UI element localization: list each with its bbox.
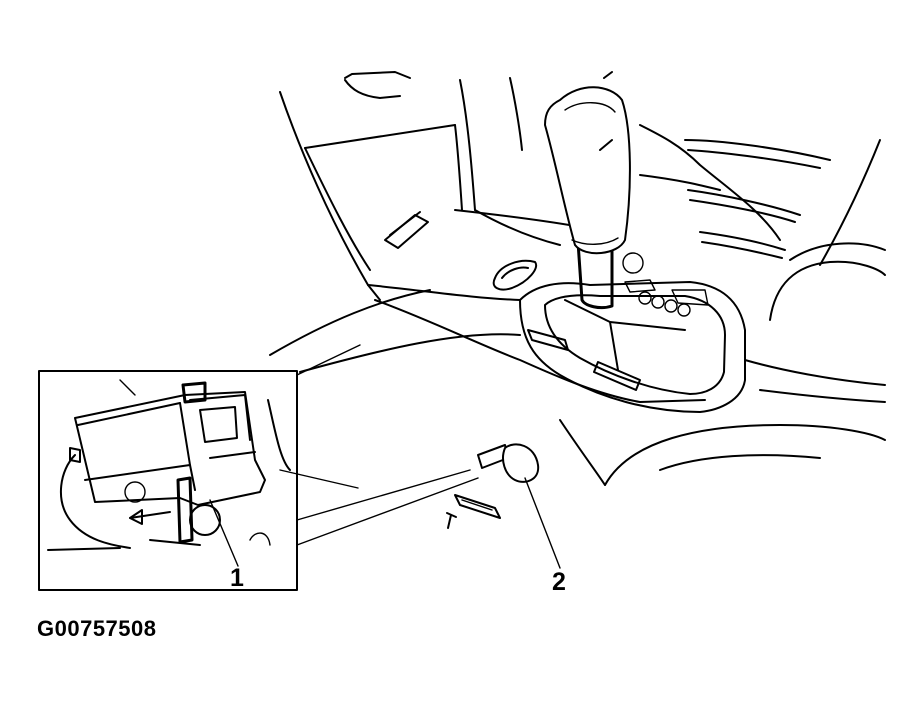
center-console (269, 71, 886, 486)
callout-2: 2 (552, 568, 566, 596)
inset-leader-lines (279, 344, 479, 546)
figure-id-label: G00757508 (37, 616, 157, 641)
callout-1: 1 (230, 564, 244, 592)
switch-assembly: 2 (446, 443, 566, 596)
detail-inset: 1 (38, 370, 298, 592)
